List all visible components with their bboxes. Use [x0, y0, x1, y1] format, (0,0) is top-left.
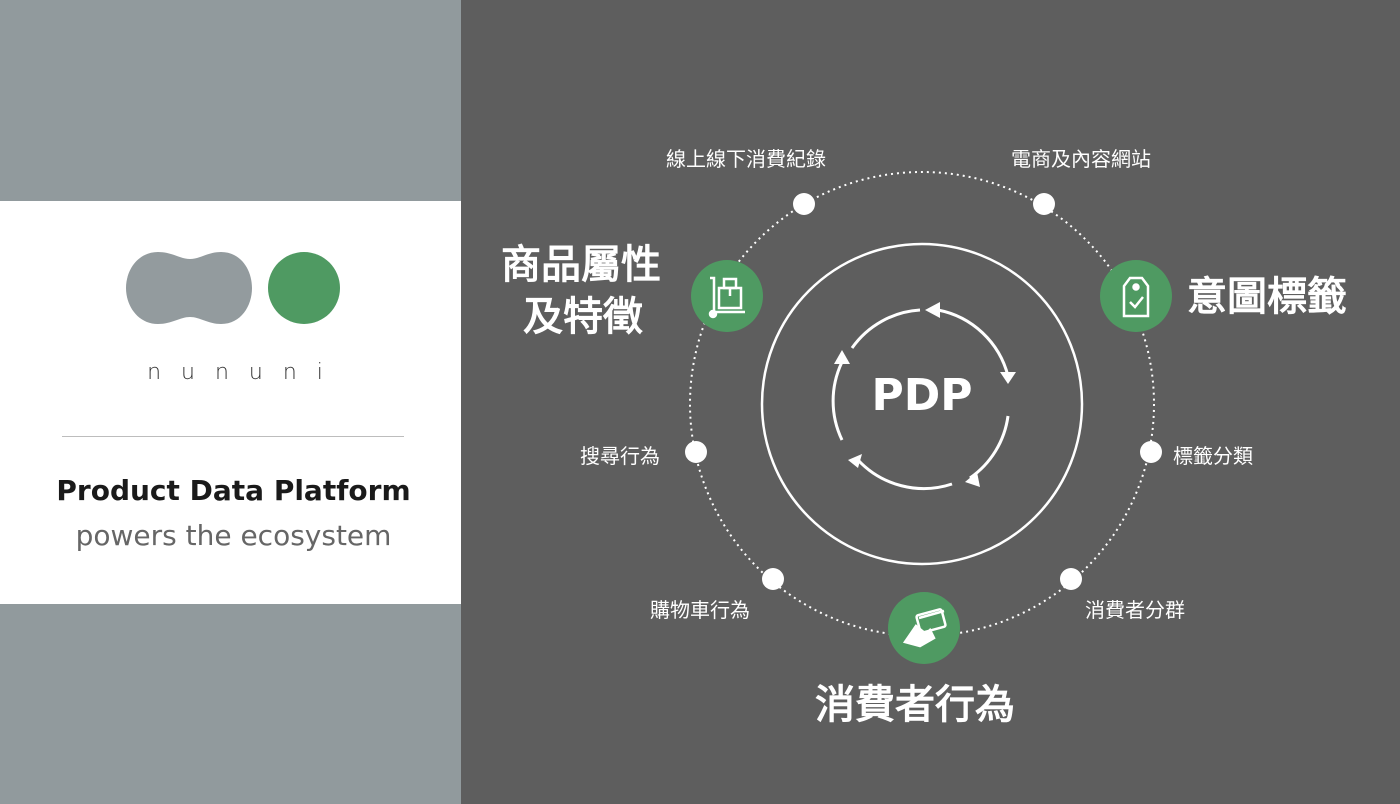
major-node-attributes [691, 260, 763, 332]
major-node-intent [1100, 260, 1172, 332]
label-behavior: 消費者行為 [815, 682, 1015, 728]
arrow-heads [834, 302, 1016, 487]
outer-dotted-ring [689, 171, 1155, 637]
label-online-offline: 線上線下消費紀錄 [666, 147, 826, 171]
logo-grey-shape [126, 252, 252, 324]
label-cart: 購物車行為 [650, 598, 750, 622]
diagram-panel [461, 0, 1400, 804]
brand-name: nununi [147, 360, 343, 385]
label-segments: 消費者分群 [1085, 598, 1185, 622]
minor-node-dots [685, 193, 1162, 590]
left-top-panel [0, 0, 461, 201]
center-pdp-label: PDP [871, 370, 973, 421]
tagline-subtitle: powers the ecosystem [75, 519, 392, 552]
node-dot-tag-classification [1140, 441, 1162, 463]
label-search: 搜尋行為 [580, 444, 660, 468]
node-dot-ecommerce [1033, 193, 1055, 215]
node-dot-online-offline [793, 193, 815, 215]
left-bottom-panel [0, 604, 461, 804]
label-tag-classification: 標籤分類 [1173, 444, 1253, 468]
price-tag-check-icon [1122, 276, 1150, 318]
tagline-title: Product Data Platform [56, 474, 411, 507]
nununi-logo [126, 252, 340, 324]
node-dot-search [685, 441, 707, 463]
middle-ring [760, 242, 1084, 566]
logo-green-circle [268, 252, 340, 324]
node-dot-segments [1060, 568, 1082, 590]
label-attributes-line1: 商品屬性 [501, 242, 661, 288]
divider [62, 436, 404, 437]
label-attributes-line2: 及特徵 [523, 294, 643, 340]
major-node-behavior [888, 592, 960, 664]
label-intent: 意圖標籤 [1187, 274, 1347, 320]
hand-truck-box-icon [708, 276, 745, 319]
label-ecommerce: 電商及內容網站 [1011, 147, 1151, 171]
hand-credit-card-icon [902, 608, 947, 648]
node-dot-cart [762, 568, 784, 590]
